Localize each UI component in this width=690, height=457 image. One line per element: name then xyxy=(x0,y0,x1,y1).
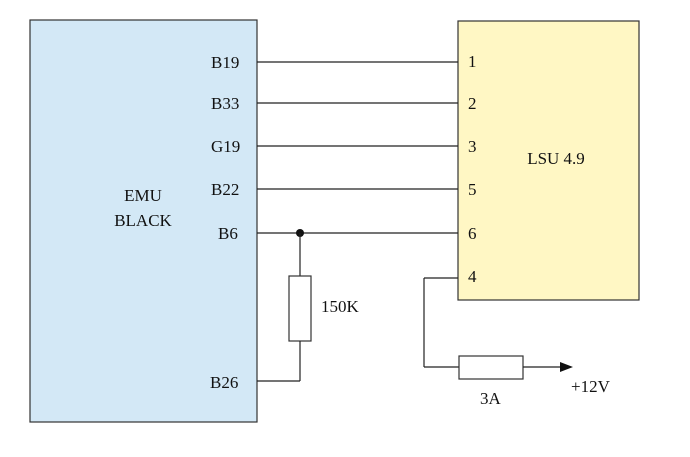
emu-pin-b22: B22 xyxy=(211,180,239,199)
lsu-pin-4: 4 xyxy=(468,267,477,286)
emu-pin-b33: B33 xyxy=(211,94,239,113)
lsu-pin-6: 6 xyxy=(468,224,477,243)
lsu-title: LSU 4.9 xyxy=(527,149,585,168)
resistor-label: 150K xyxy=(321,297,360,316)
emu-pin-b26: B26 xyxy=(210,373,238,392)
emu-black-box xyxy=(29,19,258,423)
lsu-pin-2: 2 xyxy=(468,94,477,113)
emu-pin-g19: G19 xyxy=(211,137,240,156)
resistor-150k xyxy=(288,275,312,342)
lsu-box xyxy=(457,20,640,301)
emu-pin-b19: B19 xyxy=(211,53,239,72)
emu-title-line1: EMU xyxy=(124,186,162,205)
lsu-pin-1: 1 xyxy=(468,52,477,71)
fuse-3a xyxy=(458,355,524,380)
lsu-pin-3: 3 xyxy=(468,137,477,156)
arrow-head-icon xyxy=(560,362,573,372)
supply-label: +12V xyxy=(571,377,611,396)
emu-title-line2: BLACK xyxy=(114,211,172,230)
fuse-label: 3A xyxy=(480,389,502,408)
lsu-pin-5: 5 xyxy=(468,180,477,199)
emu-pin-b6: B6 xyxy=(218,224,238,243)
